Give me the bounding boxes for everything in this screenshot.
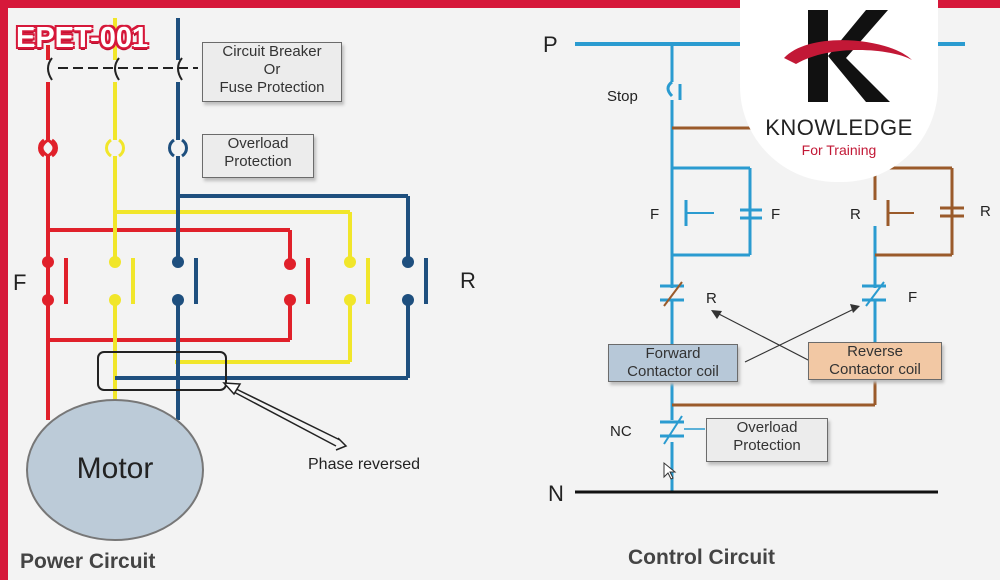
reverse-label: R bbox=[460, 268, 476, 293]
reverse-coil-label: Reverse Contactor coil bbox=[808, 342, 942, 380]
control-overload-line-1: Overload bbox=[736, 419, 798, 436]
circuit-breaker-symbol bbox=[46, 18, 198, 81]
forward-label: F bbox=[13, 270, 27, 295]
phase-reversed-highlight bbox=[97, 351, 227, 391]
power-circuit-title: Power Circuit bbox=[20, 550, 156, 573]
circuit-breaker-label: Circuit Breaker Or Fuse Protection bbox=[202, 42, 342, 102]
phase-3-wire bbox=[115, 82, 410, 420]
logo-name: KNOWLEDGE bbox=[765, 115, 913, 140]
forward-coil-line-1: Forward bbox=[645, 345, 701, 362]
control-overload-line-2: Protection bbox=[733, 437, 801, 454]
forward-coil-line-2: Contactor coil bbox=[627, 363, 719, 380]
logo-tagline: For Training bbox=[801, 142, 877, 158]
forward-contacts bbox=[660, 200, 762, 307]
reverse-branch bbox=[672, 126, 964, 407]
forward-coil-label: Forward Contactor coil bbox=[608, 344, 738, 382]
nc-overload-contact bbox=[660, 415, 705, 445]
n-label: N bbox=[548, 481, 564, 506]
cursor-icon bbox=[663, 461, 677, 480]
power-overload-line-2: Protection bbox=[224, 153, 292, 170]
phase-reversed-arrow bbox=[222, 382, 348, 451]
power-overload-line-1: Overload bbox=[227, 135, 289, 152]
stop-label: Stop bbox=[607, 88, 638, 105]
motor-body bbox=[26, 399, 204, 541]
frame-top-border bbox=[0, 0, 1000, 8]
reverse-coil-line-1: Reverse bbox=[847, 343, 903, 360]
r-interlock-label: R bbox=[706, 290, 717, 307]
course-badge: EPET-001 bbox=[16, 22, 149, 54]
reverse-coil-line-2: Contactor coil bbox=[829, 361, 921, 378]
phase-reversed-label: Phase reversed bbox=[308, 456, 421, 473]
k-logo-icon bbox=[784, 10, 912, 102]
motor-label: Motor bbox=[76, 452, 154, 485]
frame-left-border bbox=[0, 0, 8, 580]
nc-label: NC bbox=[610, 423, 632, 440]
circuit-breaker-line-2: Or bbox=[263, 61, 281, 78]
knowledge-logo: KNOWLEDGE For Training bbox=[740, 0, 938, 182]
r-contact-label-left: R bbox=[850, 206, 861, 223]
control-circuit-title: Control Circuit bbox=[628, 546, 775, 569]
f-interlock-label: F bbox=[908, 289, 918, 306]
reverse-contactor bbox=[284, 256, 428, 306]
circuit-breaker-line-3: Fuse Protection bbox=[219, 79, 325, 96]
phase-1-wire bbox=[38, 82, 292, 420]
control-overload-label: Overload Protection bbox=[706, 418, 828, 462]
interlock-arrows bbox=[711, 304, 860, 363]
p-label: P bbox=[543, 32, 558, 57]
f-contact-label-left: F bbox=[650, 206, 660, 223]
phase-2-wire bbox=[105, 82, 352, 410]
r-contact-label-right: R bbox=[980, 203, 991, 220]
forward-contactor bbox=[42, 256, 198, 306]
power-overload-label: Overload Protection bbox=[202, 134, 314, 178]
circuit-breaker-line-1: Circuit Breaker bbox=[222, 43, 322, 60]
f-contact-label-right: F bbox=[771, 206, 781, 223]
